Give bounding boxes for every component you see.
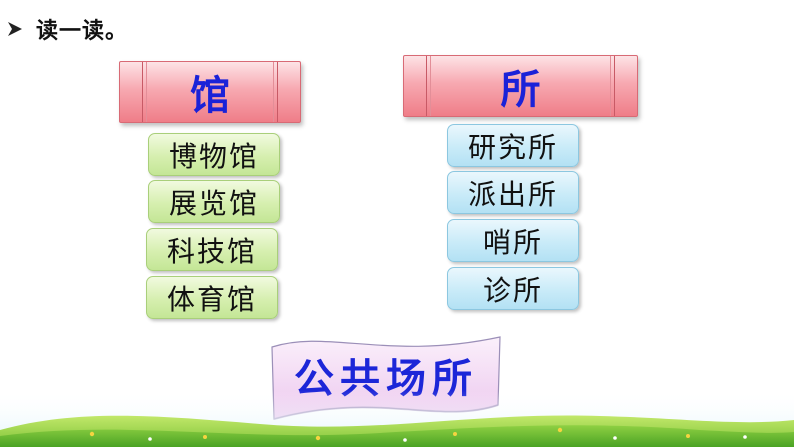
header-suo-label: 所 (500, 66, 541, 113)
instruction-text: 读一读。 (36, 19, 129, 44)
word-box-left: 科技馆 (146, 228, 278, 271)
word-box-right: 诊所 (447, 267, 579, 310)
word-label: 诊所 (482, 273, 543, 307)
word-label: 哨所 (482, 225, 543, 259)
arrowhead-bullet-icon (8, 22, 22, 36)
word-label: 科技馆 (166, 234, 257, 268)
word-label: 展览馆 (168, 186, 259, 220)
header-guan: 馆 (119, 61, 301, 123)
word-label: 研究所 (467, 130, 558, 164)
header-guan-label: 馆 (190, 72, 230, 119)
word-box-right: 研究所 (447, 124, 579, 167)
grass-scenery (0, 390, 794, 447)
word-label: 博物馆 (168, 139, 259, 173)
word-box-left: 体育馆 (146, 276, 278, 319)
word-box-right: 哨所 (447, 219, 579, 262)
instruction: 读一读。 (6, 14, 128, 44)
word-box-left: 展览馆 (148, 180, 280, 223)
header-suo: 所 (403, 55, 638, 117)
word-box-right: 派出所 (447, 171, 579, 214)
word-label: 体育馆 (166, 282, 257, 316)
word-label: 派出所 (467, 177, 558, 211)
word-box-left: 博物馆 (148, 133, 280, 176)
